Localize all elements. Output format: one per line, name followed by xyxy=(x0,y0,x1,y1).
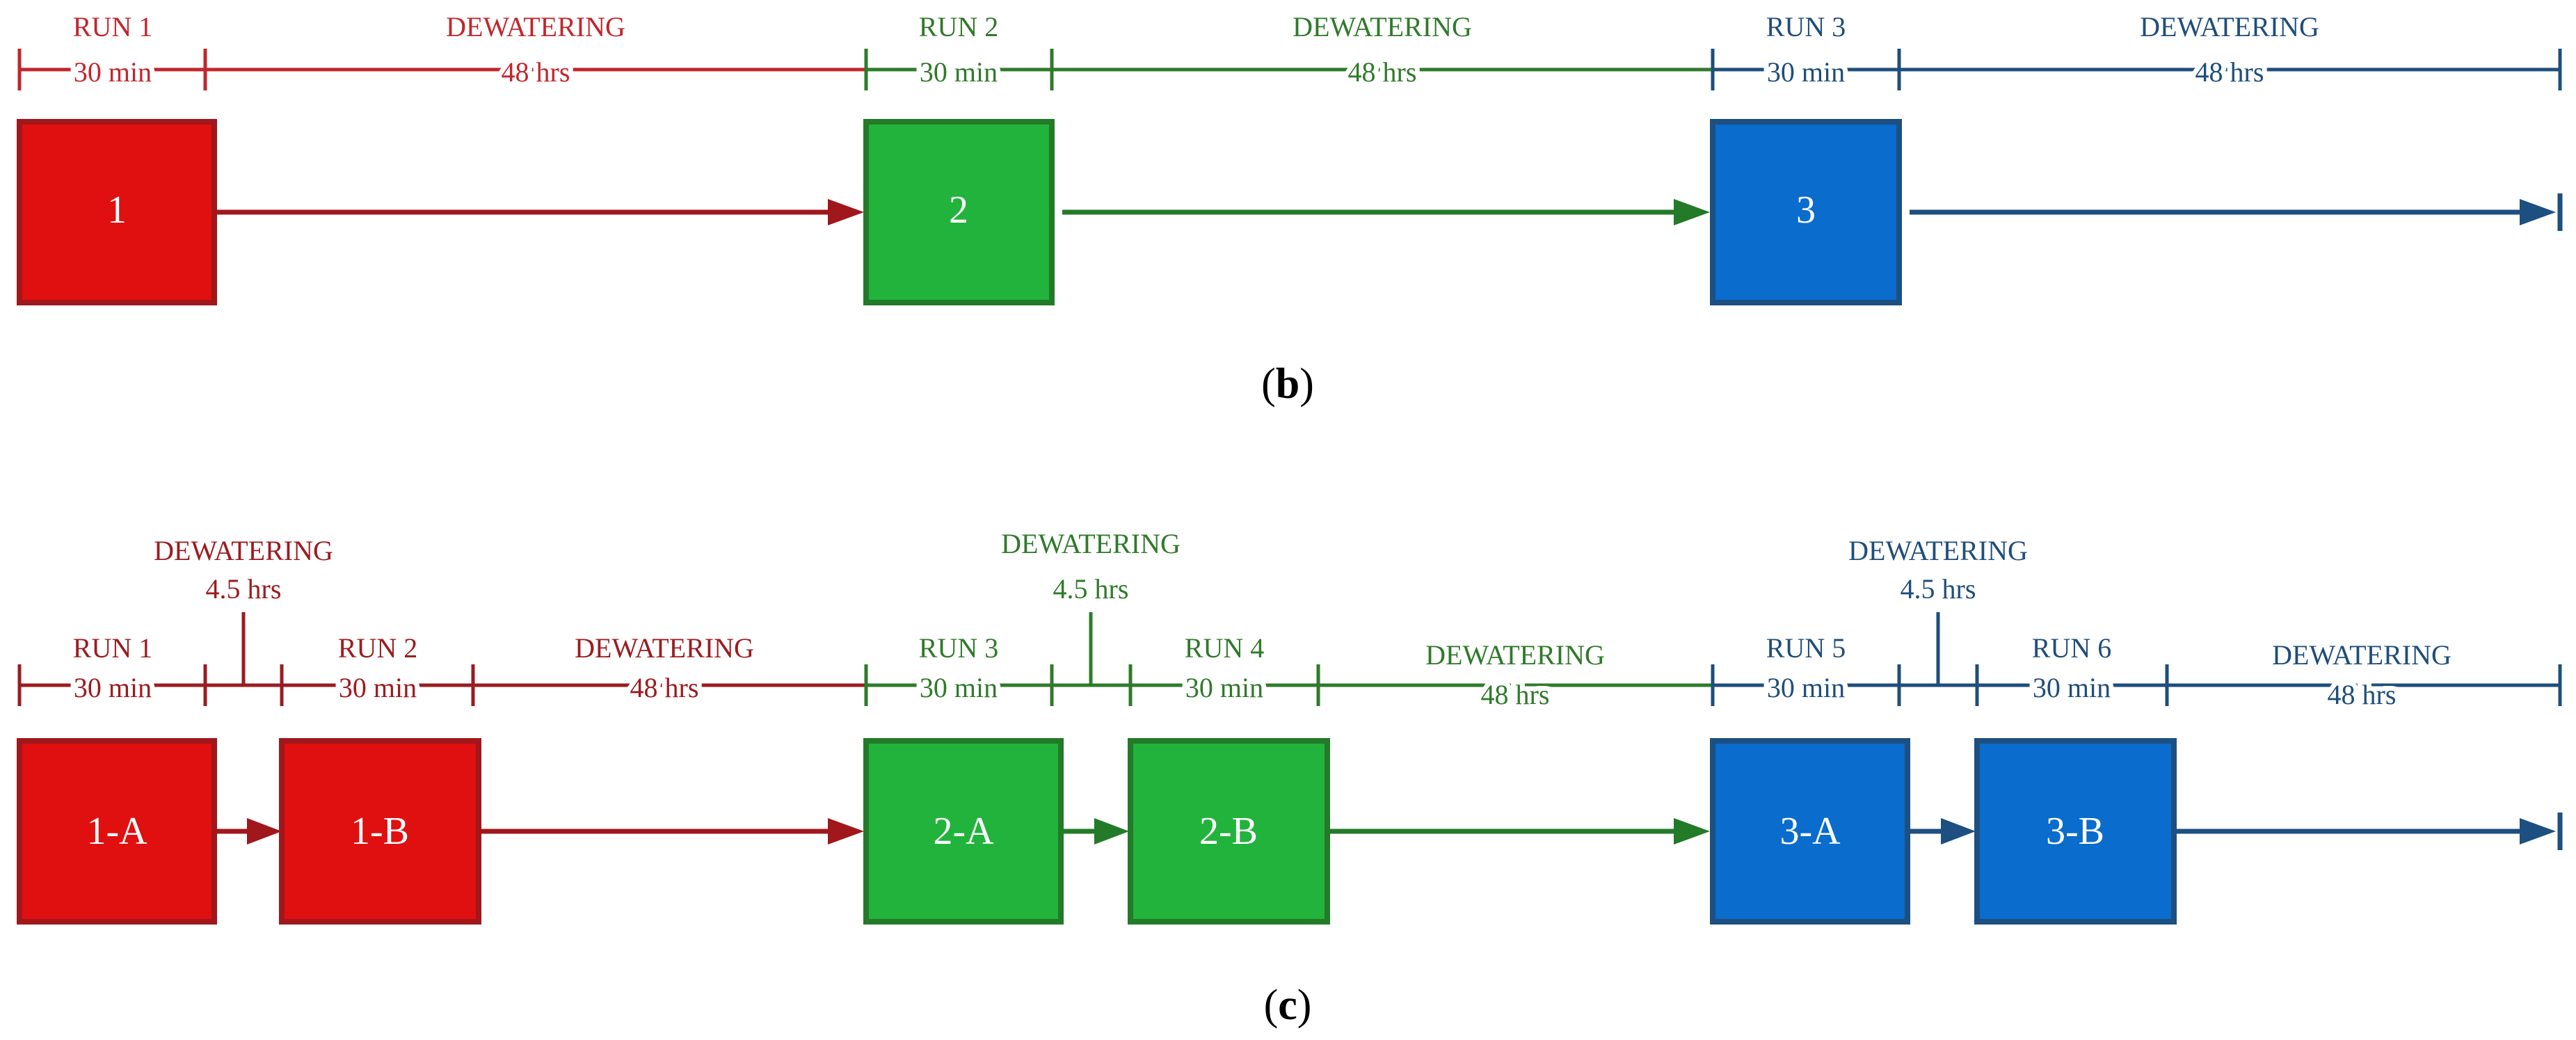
run-box xyxy=(863,738,1064,925)
segment-title: RUN 2 xyxy=(338,632,417,664)
run-box-label: 2 xyxy=(949,189,968,232)
run-box xyxy=(1128,738,1330,925)
run-box xyxy=(1710,738,1910,925)
segment-duration: 48 hrs xyxy=(630,672,699,703)
short-dewatering-duration: 4.5 hrs xyxy=(1053,573,1129,605)
panel-b-arrows xyxy=(216,193,2563,231)
arrowhead xyxy=(2520,818,2556,845)
panel-c-caption: (c) xyxy=(1264,982,1312,1029)
arrowhead xyxy=(1674,818,1710,845)
arrowhead xyxy=(828,818,864,845)
arrowhead xyxy=(1674,199,1710,225)
arrowhead xyxy=(247,818,282,845)
run-box-label: 1 xyxy=(107,189,127,232)
segment-duration: 48 hrs xyxy=(1481,679,1550,710)
run-box-label: 2-A xyxy=(933,810,994,853)
panel-c-segment-labels: RUN 1 30 min RUN 2 30 min DEWATERING 48 … xyxy=(69,632,2451,715)
segment-title: DEWATERING xyxy=(446,11,625,42)
arrowhead xyxy=(1941,818,1976,845)
segment-title: RUN 3 xyxy=(919,632,998,664)
segment-title: RUN 6 xyxy=(2032,632,2111,664)
segment-title: DEWATERING xyxy=(2140,11,2319,42)
panel-c-boxes: 1-A 1-B 2-A 2-B 3-A 3-B xyxy=(17,738,2177,925)
run-box-label: 3-A xyxy=(1779,810,1841,853)
run-box xyxy=(863,119,1055,305)
short-dewatering-title: DEWATERING xyxy=(154,535,333,566)
panel-b-timeline xyxy=(17,49,2562,90)
segment-duration: 30 min xyxy=(1767,672,1845,703)
segment-title: DEWATERING xyxy=(2272,639,2451,671)
segment-title: DEWATERING xyxy=(575,632,754,664)
run-box xyxy=(17,119,217,305)
run-box xyxy=(17,738,217,925)
panel-b: RUN 1 30 min DEWATERING 48 hrs RUN 2 30 … xyxy=(17,11,2563,408)
segment-duration: 48 hrs xyxy=(502,56,570,88)
short-dewatering-duration: 4.5 hrs xyxy=(1901,573,1976,605)
segment-title: RUN 3 xyxy=(1766,11,1846,42)
segment-duration: 30 min xyxy=(1185,672,1263,703)
segment-duration: 30 min xyxy=(2033,672,2111,703)
segment-duration: 48 hrs xyxy=(1348,56,1417,88)
segment-title: RUN 1 xyxy=(73,11,152,42)
panel-c: DEWATERING 4.5 hrs DEWATERING 4.5 hrs DE… xyxy=(17,528,2563,1029)
segment-title: DEWATERING xyxy=(1425,639,1605,671)
segment-duration: 30 min xyxy=(339,672,417,703)
segment-duration: 30 min xyxy=(920,672,998,703)
arrowhead xyxy=(2520,199,2556,225)
segment-title: RUN 1 xyxy=(73,632,152,664)
run-box xyxy=(279,738,481,925)
short-dewatering-duration: 4.5 hrs xyxy=(206,573,282,605)
segment-duration: 30 min xyxy=(920,56,998,88)
panel-c-short-dewatering-labels: DEWATERING 4.5 hrs DEWATERING 4.5 hrs DE… xyxy=(154,528,2028,605)
segment-duration: 48 hrs xyxy=(2328,679,2397,710)
segment-duration: 30 min xyxy=(74,672,152,703)
run-box-label: 3 xyxy=(1796,189,1816,232)
panel-c-arrows xyxy=(214,813,2563,850)
segment-duration: 30 min xyxy=(74,56,152,88)
segment-title: RUN 5 xyxy=(1766,632,1846,664)
segment-title: RUN 2 xyxy=(919,11,998,42)
run-box-label: 3-B xyxy=(2046,810,2104,853)
panel-b-boxes: 1 2 3 xyxy=(17,119,1902,305)
run-box xyxy=(1974,738,2177,925)
segment-title: RUN 4 xyxy=(1185,632,1264,664)
panel-b-caption: (b) xyxy=(1261,360,1314,408)
run-box xyxy=(1710,119,1902,305)
arrowhead xyxy=(828,199,864,225)
panel-c-timeline xyxy=(17,612,2562,706)
run-box-label: 1-A xyxy=(86,810,147,853)
short-dewatering-title: DEWATERING xyxy=(1848,535,2028,566)
arrowhead xyxy=(1094,818,1129,845)
segment-title: DEWATERING xyxy=(1293,11,1472,42)
run-box-label: 2-B xyxy=(1199,810,1258,853)
short-dewatering-title: DEWATERING xyxy=(1001,528,1181,559)
run-box-label: 1-B xyxy=(351,810,409,853)
panel-b-segment-labels: RUN 1 30 min DEWATERING 48 hrs RUN 2 30 … xyxy=(69,11,2319,93)
segment-duration: 48 hrs xyxy=(2195,56,2264,88)
segment-duration: 30 min xyxy=(1767,56,1845,88)
